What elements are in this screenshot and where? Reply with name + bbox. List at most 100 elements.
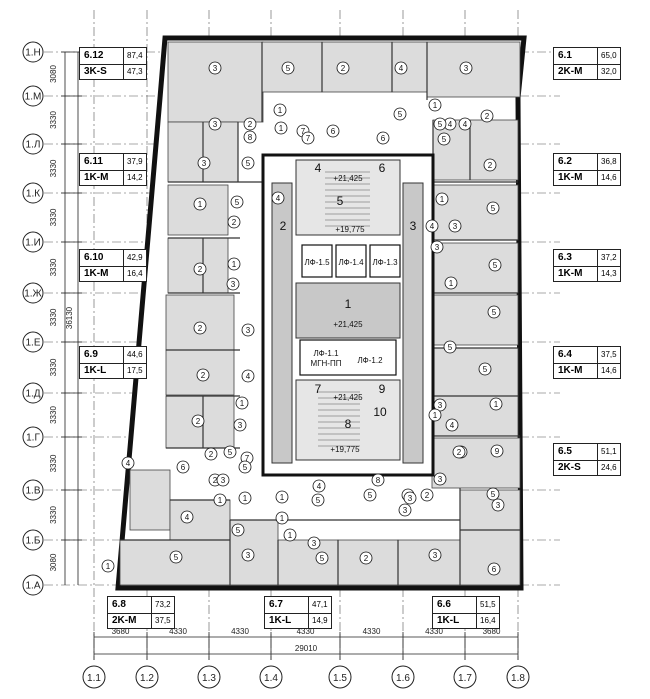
room-number: 4: [317, 482, 322, 491]
room-number: 7: [301, 127, 306, 136]
col-axis-label: 1.8: [511, 673, 525, 684]
apartment-type: 1K-M: [80, 266, 124, 282]
room-number-circle: [428, 548, 442, 562]
room-number: 2: [341, 64, 346, 73]
room-number: 1: [279, 124, 284, 133]
row-axis-circle: [22, 529, 44, 551]
room-number-circle: [241, 323, 255, 337]
room-number: 6: [492, 565, 497, 574]
row-axis-circle: [22, 182, 44, 204]
dim-text: 3330: [49, 308, 58, 326]
col-axis-label: 1.2: [140, 673, 154, 684]
room-number: 1: [449, 279, 454, 288]
room-number: 2: [248, 120, 253, 129]
col-axis-label: 1.3: [202, 673, 216, 684]
room-number-circle: [428, 98, 442, 112]
room-number: 8: [248, 133, 253, 142]
apartment-area: 44,6: [127, 350, 143, 359]
dimensions: 3080333033303330333033303330333033303330…: [49, 51, 519, 660]
room-number-circle: [430, 240, 444, 254]
room-number: 1: [198, 200, 203, 209]
dim-text: 3330: [49, 506, 58, 524]
room-number: 2: [457, 448, 462, 457]
dim-total: 29010: [295, 644, 318, 653]
room-number-circle: [311, 493, 325, 507]
apartment-type: 2K-S: [554, 460, 598, 476]
col-axis-label: 1.6: [396, 673, 410, 684]
room-number-circle: [226, 277, 240, 291]
room-number-circle: [488, 258, 502, 272]
dim-text: 4330: [363, 627, 381, 636]
row-axis-label: 1.В: [25, 486, 40, 497]
room-number: 5: [246, 159, 251, 168]
apartment-zone: [431, 437, 521, 489]
room-number: 4: [448, 120, 453, 129]
room-number-circle: [196, 368, 210, 382]
apartment-area: 51,5: [480, 600, 496, 609]
apartment-area: 73,2: [155, 600, 171, 609]
room-number: 1: [240, 399, 245, 408]
apartment-living-area: 16,4: [480, 616, 496, 625]
room-number-circle: [376, 131, 390, 145]
room-number: 3: [246, 326, 251, 335]
row-axis-circle: [22, 331, 44, 353]
room-number-circle: [435, 192, 449, 206]
apartment-area: 37,9: [127, 157, 143, 166]
row-axis-circle: [22, 41, 44, 63]
room-number-circle: [459, 61, 473, 75]
room-number: 1: [280, 493, 285, 502]
dim-text: 4330: [169, 627, 187, 636]
room-number: 5: [493, 261, 498, 270]
apartment-id: 6.6: [433, 597, 477, 613]
room-number-circle: [213, 493, 227, 507]
apartment-type: 1K-L: [433, 613, 477, 629]
room-number: 5: [491, 490, 496, 499]
dim-text: 3080: [49, 65, 58, 83]
row-axis-circle: [22, 574, 44, 596]
apartment-living-area: 14,6: [601, 366, 617, 375]
row-axis-label: 1.А: [25, 581, 40, 592]
apartment-area: 37,5: [601, 350, 617, 359]
room-number: 3: [202, 159, 207, 168]
room-number: 9: [495, 447, 500, 456]
room-number: 4: [450, 421, 455, 430]
room-number: 3: [312, 539, 317, 548]
room-number: 3: [464, 64, 469, 73]
col-axis-circle: [197, 665, 221, 689]
room-number: 6: [381, 134, 386, 143]
apartment-zone: [432, 119, 519, 181]
room-number: 3: [231, 280, 236, 289]
room-number-circle: [452, 445, 466, 459]
row-axis-label: 1.М: [25, 92, 42, 103]
room-number: 7: [306, 134, 311, 143]
room-number: 2: [209, 450, 214, 459]
apartment-living-area: 16,4: [127, 269, 143, 278]
room-number-circle: [241, 548, 255, 562]
room-number: 3: [403, 506, 408, 515]
room-number-circle: [238, 491, 252, 505]
col-axis-label: 1.1: [87, 673, 101, 684]
room-number-circle: [235, 396, 249, 410]
room-number-circle: [243, 130, 257, 144]
room-number-circle: [458, 117, 472, 131]
dim-text: 3330: [49, 111, 58, 129]
apartment-zone: [321, 41, 393, 93]
room-number-circle: [480, 109, 494, 123]
core-room-7: 7: [315, 382, 322, 396]
apartment-zone: [432, 347, 519, 397]
